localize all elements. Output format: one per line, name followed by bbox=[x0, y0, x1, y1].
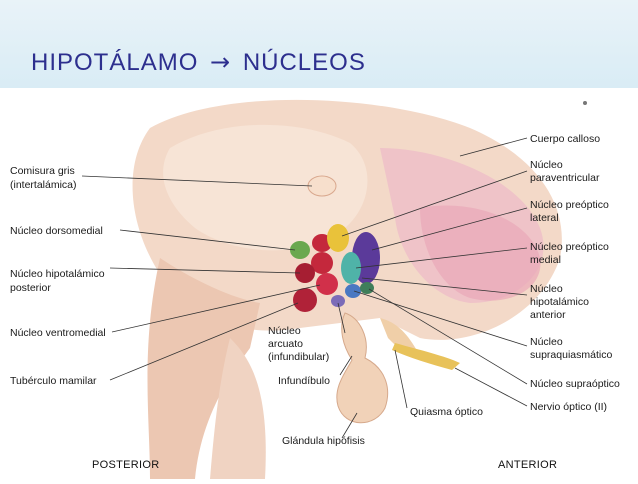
label-glandula-hipofisis: Glándula hipófisis bbox=[282, 435, 365, 447]
hypothalamus-figure: Comisura gris (intertalámica) Núcleo dor… bbox=[0, 88, 638, 479]
label-nucleo-dorsomedial: Núcleo dorsomedial bbox=[10, 225, 103, 237]
nucleus-preoptic-medial bbox=[341, 252, 361, 284]
mammillary-body bbox=[293, 288, 317, 312]
label-arcuato-1: Núcleo bbox=[268, 325, 301, 337]
anatomy-diagram: Comisura gris (intertalámica) Núcleo dor… bbox=[0, 88, 638, 479]
interthalamic-adhesion bbox=[307, 175, 337, 197]
arrow-right-icon: → bbox=[210, 48, 232, 76]
label-cuerpo-calloso: Cuerpo calloso bbox=[530, 133, 600, 145]
label-arcuato-3: (infundibular) bbox=[268, 351, 329, 363]
optic-nerve bbox=[392, 343, 460, 370]
mark-dot bbox=[583, 101, 587, 105]
nucleus-red-1 bbox=[312, 234, 332, 252]
leader-lines bbox=[81, 137, 528, 439]
nucleus-red-2 bbox=[311, 252, 333, 274]
label-supraquiasmatico-2: supraquiasmático bbox=[530, 349, 612, 361]
nucleus-paraventricular bbox=[327, 224, 349, 252]
nucleus-arcuate bbox=[331, 295, 345, 307]
label-nucleo-hipotalamico-posterior-1: Núcleo hipotalámico bbox=[10, 268, 105, 280]
label-nervio-optico: Nervio óptico (II) bbox=[530, 401, 607, 413]
label-posterior: POSTERIOR bbox=[92, 459, 160, 471]
label-comisura-gris-1: Comisura gris bbox=[10, 165, 75, 177]
label-comisura-gris-2: (intertalámica) bbox=[10, 179, 77, 191]
label-hipotalamico-anterior-2: hipotalámico bbox=[530, 296, 589, 308]
title-left: HIPOTÁLAMO bbox=[31, 49, 199, 76]
label-infundibulo: Infundíbulo bbox=[278, 375, 330, 387]
label-preoptico-medial-2: medial bbox=[530, 254, 561, 266]
label-paraventricular-1: Núcleo bbox=[530, 159, 563, 171]
slide-title: HIPOTÁLAMO → NÚCLEOS bbox=[31, 48, 366, 77]
label-nucleo-hipotalamico-posterior-2: posterior bbox=[10, 282, 51, 294]
label-paraventricular-2: paraventricular bbox=[530, 172, 600, 184]
title-right: NÚCLEOS bbox=[242, 49, 366, 76]
nuclei-cluster bbox=[290, 224, 380, 312]
slide-header: HIPOTÁLAMO → NÚCLEOS bbox=[0, 0, 638, 88]
label-tuberculo-mamilar: Tubérculo mamilar bbox=[10, 375, 97, 387]
nucleus-ventromedial bbox=[316, 273, 338, 295]
label-preoptico-medial-1: Núcleo preóptico bbox=[530, 241, 609, 253]
label-quiasma-optico: Quiasma óptico bbox=[410, 406, 483, 418]
nucleus-dorsomedial bbox=[290, 241, 310, 259]
brainstem-light bbox=[210, 338, 266, 479]
label-preoptico-lateral-2: lateral bbox=[530, 212, 559, 224]
label-supraquiasmatico-1: Núcleo bbox=[530, 336, 563, 348]
label-arcuato-2: arcuato bbox=[268, 338, 303, 350]
brainstem bbox=[147, 258, 260, 479]
label-hipotalamico-anterior-3: anterior bbox=[530, 309, 566, 321]
label-supraoptico: Núcleo supraóptico bbox=[530, 378, 620, 390]
nucleus-suprachiasmatic bbox=[345, 284, 361, 298]
label-anterior: ANTERIOR bbox=[498, 459, 557, 471]
nucleus-supraoptic bbox=[360, 282, 374, 294]
label-hipotalamico-anterior-1: Núcleo bbox=[530, 283, 563, 295]
label-preoptico-lateral-1: Núcleo preóptico bbox=[530, 199, 609, 211]
thalamus-region bbox=[163, 124, 368, 251]
label-nucleo-ventromedial: Núcleo ventromedial bbox=[10, 327, 106, 339]
nucleus-posterior bbox=[295, 263, 315, 283]
